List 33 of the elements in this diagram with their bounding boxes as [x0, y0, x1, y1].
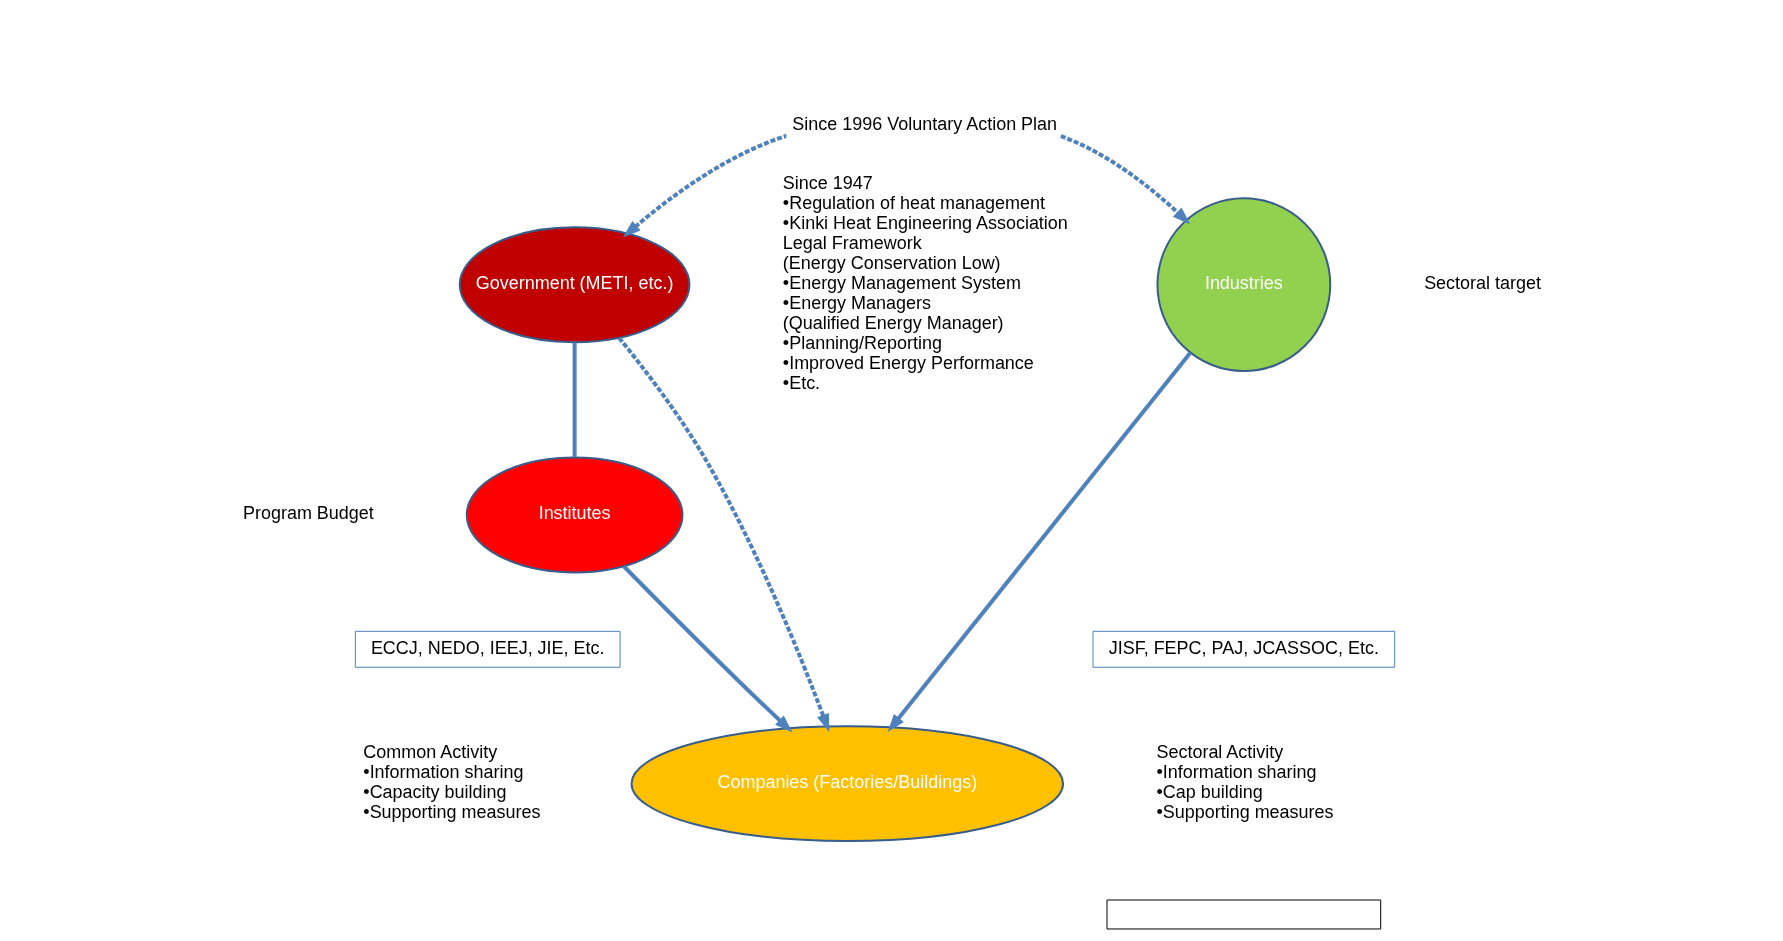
node-box	[1106, 899, 1381, 930]
label: (Energy Conservation Low)	[782, 253, 1001, 274]
label: •Supporting measures	[1155, 802, 1334, 823]
label: •Capacity building	[362, 782, 506, 803]
label: •Energy Management System	[782, 273, 1021, 294]
label: •Cap building	[1155, 782, 1263, 803]
arrow	[887, 351, 1192, 733]
label: •Supporting measures	[362, 802, 540, 823]
label: •Regulation of heat management	[782, 193, 1045, 214]
node-circle: Industries	[1155, 197, 1331, 373]
node-box: ECCJ, NEDO, IEEJ, JIE, Etc.	[354, 630, 621, 668]
connector	[572, 342, 577, 458]
label: Sectoral target	[1423, 273, 1541, 294]
node-ellipse: Companies (Factories/Buildings)	[630, 725, 1064, 843]
node-ellipse: Institutes	[465, 456, 683, 574]
node-ellipse: Government (METI, etc.)	[458, 226, 690, 344]
label: Legal Framework	[782, 233, 922, 254]
label: •Etc.	[782, 372, 820, 393]
label: •Improved Energy Performance	[782, 353, 1034, 374]
label: Common Activity	[362, 742, 497, 763]
node-box: JISF, FEPC, PAJ, JCASSOC, Etc.	[1092, 630, 1395, 668]
arrow	[617, 336, 829, 733]
arrow	[622, 565, 793, 733]
label: •Information sharing	[1155, 762, 1317, 783]
label: Program Budget	[242, 503, 374, 524]
label: •Information sharing	[362, 762, 523, 783]
label: (Qualified Energy Manager)	[782, 313, 1004, 334]
label: Sectoral Activity	[1155, 742, 1283, 763]
label: •Energy Managers	[782, 293, 931, 314]
label: •Planning/Reporting	[782, 333, 942, 354]
label: Since 1947	[782, 173, 873, 194]
edge-label: Since 1996 Voluntary Action Plan	[791, 114, 1057, 135]
label: •Kinki Heat Engineering Association	[782, 213, 1068, 234]
